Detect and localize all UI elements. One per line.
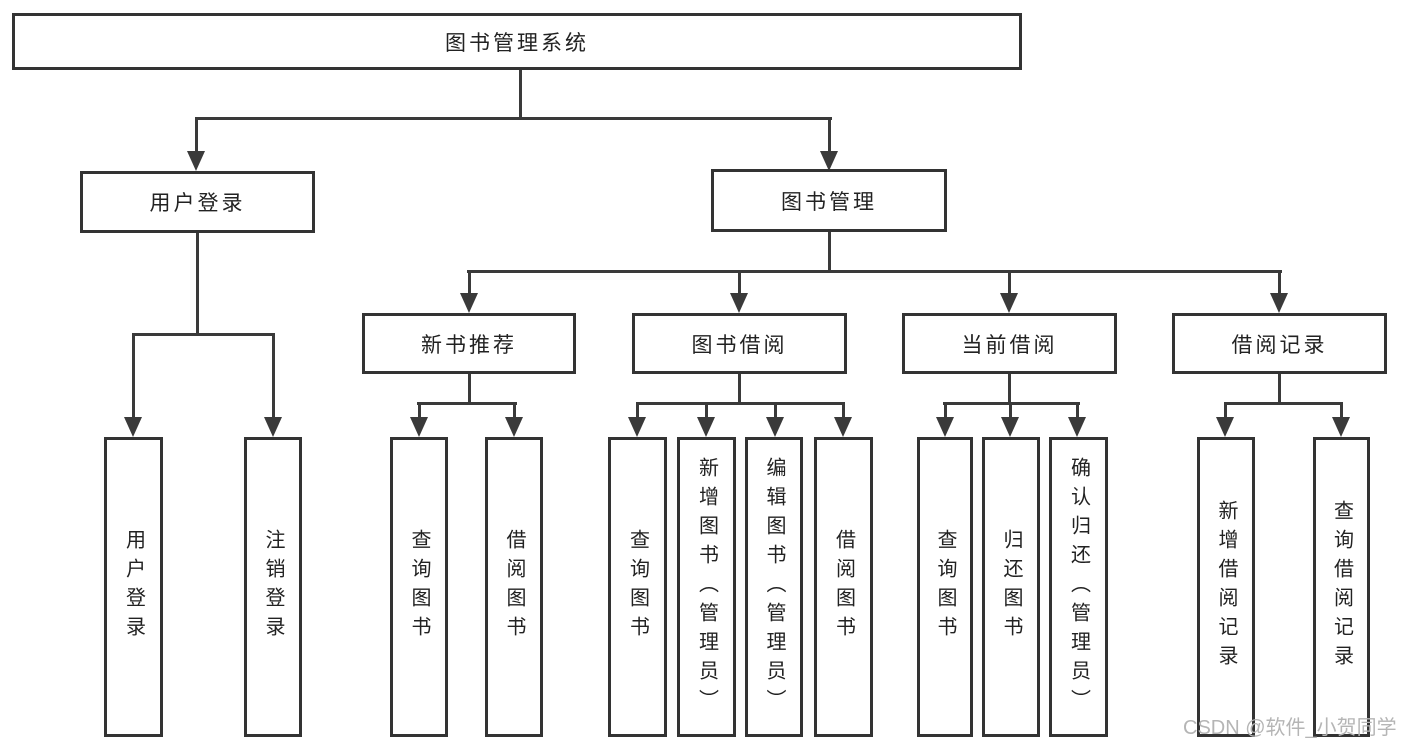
leaf-bb-edit-books: 编辑图书（管理员） [745, 437, 803, 737]
connector-line [738, 374, 741, 405]
connector-line [196, 233, 199, 335]
connector-line [636, 402, 639, 420]
node-user-login: 用户登录 [80, 171, 315, 233]
connector-line [944, 402, 947, 420]
arrowhead-down-icon [628, 417, 646, 437]
node-root: 图书管理系统 [12, 13, 1022, 70]
leaf-br-query-record-label: 查询借阅记录 [1330, 500, 1353, 674]
connector-line [513, 402, 516, 420]
connector-line [1008, 270, 1011, 296]
leaf-bb-query-books-label: 查询图书 [626, 529, 649, 645]
node-book-mgmt-label: 图书管理 [781, 190, 877, 214]
leaf-nb-query-books: 查询图书 [390, 437, 448, 737]
arrowhead-down-icon [1216, 417, 1234, 437]
leaf-bb-edit-books-label: 编辑图书（管理员） [763, 456, 785, 718]
leaf-bb-borrow-books-label: 借阅图书 [832, 529, 855, 645]
leaf-cb-confirm-return-label: 确认归还（管理员） [1067, 456, 1090, 718]
connector-line [1340, 402, 1343, 420]
arrowhead-down-icon [1270, 293, 1288, 313]
connector-line [1076, 402, 1079, 420]
connector-line [519, 70, 522, 119]
leaf-nb-borrow-books-label: 借阅图书 [503, 529, 525, 645]
connector-line [195, 117, 198, 154]
connector-line [417, 402, 517, 405]
arrowhead-down-icon [187, 151, 205, 171]
arrowhead-down-icon [834, 417, 852, 437]
leaf-br-query-record: 查询借阅记录 [1313, 437, 1370, 737]
leaf-logout-label: 注销登录 [262, 529, 284, 645]
connector-line [774, 402, 777, 420]
connector-line [132, 333, 135, 420]
connector-line [418, 402, 421, 420]
connector-line [1224, 402, 1343, 405]
leaf-nb-query-books-label: 查询图书 [408, 529, 430, 645]
connector-line [636, 402, 845, 405]
node-borrow-records-label: 借阅记录 [1231, 333, 1328, 357]
connector-line [272, 333, 275, 420]
node-borrow-records: 借阅记录 [1172, 313, 1387, 374]
leaf-cb-query-books: 查询图书 [917, 437, 973, 737]
leaf-cb-return-books: 归还图书 [982, 437, 1040, 737]
arrowhead-down-icon [820, 151, 838, 171]
connector-line [828, 232, 831, 273]
arrowhead-down-icon [936, 417, 954, 437]
node-book-borrow-label: 图书借阅 [691, 333, 788, 357]
leaf-br-add-record-label: 新增借阅记录 [1215, 500, 1237, 674]
leaf-br-add-record: 新增借阅记录 [1197, 437, 1255, 737]
node-user-login-label: 用户登录 [149, 192, 246, 215]
connector-line [842, 402, 845, 420]
leaf-bb-add-books: 新增图书（管理员） [677, 437, 736, 737]
connector-line [468, 374, 471, 405]
leaf-user-login: 用户登录 [104, 437, 163, 737]
connector-line [467, 270, 1282, 273]
connector-line [1009, 402, 1012, 420]
node-new-book-rec: 新书推荐 [362, 313, 576, 374]
leaf-nb-borrow-books: 借阅图书 [485, 437, 543, 737]
arrowhead-down-icon [766, 417, 784, 437]
leaf-user-login-label: 用户登录 [122, 529, 145, 645]
node-new-book-rec-label: 新书推荐 [421, 333, 517, 357]
connector-line [738, 270, 741, 296]
arrowhead-down-icon [1068, 417, 1086, 437]
arrowhead-down-icon [460, 293, 478, 313]
connector-line [195, 117, 832, 120]
node-current-borrow: 当前借阅 [902, 313, 1117, 374]
arrowhead-down-icon [730, 293, 748, 313]
leaf-bb-borrow-books: 借阅图书 [814, 437, 873, 737]
leaf-cb-confirm-return: 确认归还（管理员） [1049, 437, 1108, 737]
node-book-mgmt: 图书管理 [711, 169, 947, 232]
connector-line [1008, 374, 1011, 405]
arrowhead-down-icon [1332, 417, 1350, 437]
connector-line [1224, 402, 1227, 420]
arrowhead-down-icon [505, 417, 523, 437]
leaf-bb-query-books: 查询图书 [608, 437, 667, 737]
arrowhead-down-icon [1001, 417, 1019, 437]
arrowhead-down-icon [410, 417, 428, 437]
connector-line [705, 402, 708, 420]
arrowhead-down-icon [264, 417, 282, 437]
node-root-label: 图书管理系统 [445, 31, 589, 55]
connector-line [828, 117, 831, 154]
leaf-logout: 注销登录 [244, 437, 302, 737]
arrowhead-down-icon [1000, 293, 1018, 313]
leaf-cb-query-books-label: 查询图书 [934, 529, 956, 645]
leaf-bb-add-books-label: 新增图书（管理员） [695, 456, 718, 718]
connector-line [468, 270, 471, 296]
node-book-borrow: 图书借阅 [632, 313, 847, 374]
connector-line [132, 333, 275, 336]
node-current-borrow-label: 当前借阅 [961, 333, 1058, 357]
connector-line [1278, 374, 1281, 405]
arrowhead-down-icon [697, 417, 715, 437]
watermark-text: CSDN @软件_小贺同学 [1183, 717, 1397, 739]
arrowhead-down-icon [124, 417, 142, 437]
leaf-cb-return-books-label: 归还图书 [1000, 529, 1022, 645]
connector-line [1278, 270, 1281, 296]
